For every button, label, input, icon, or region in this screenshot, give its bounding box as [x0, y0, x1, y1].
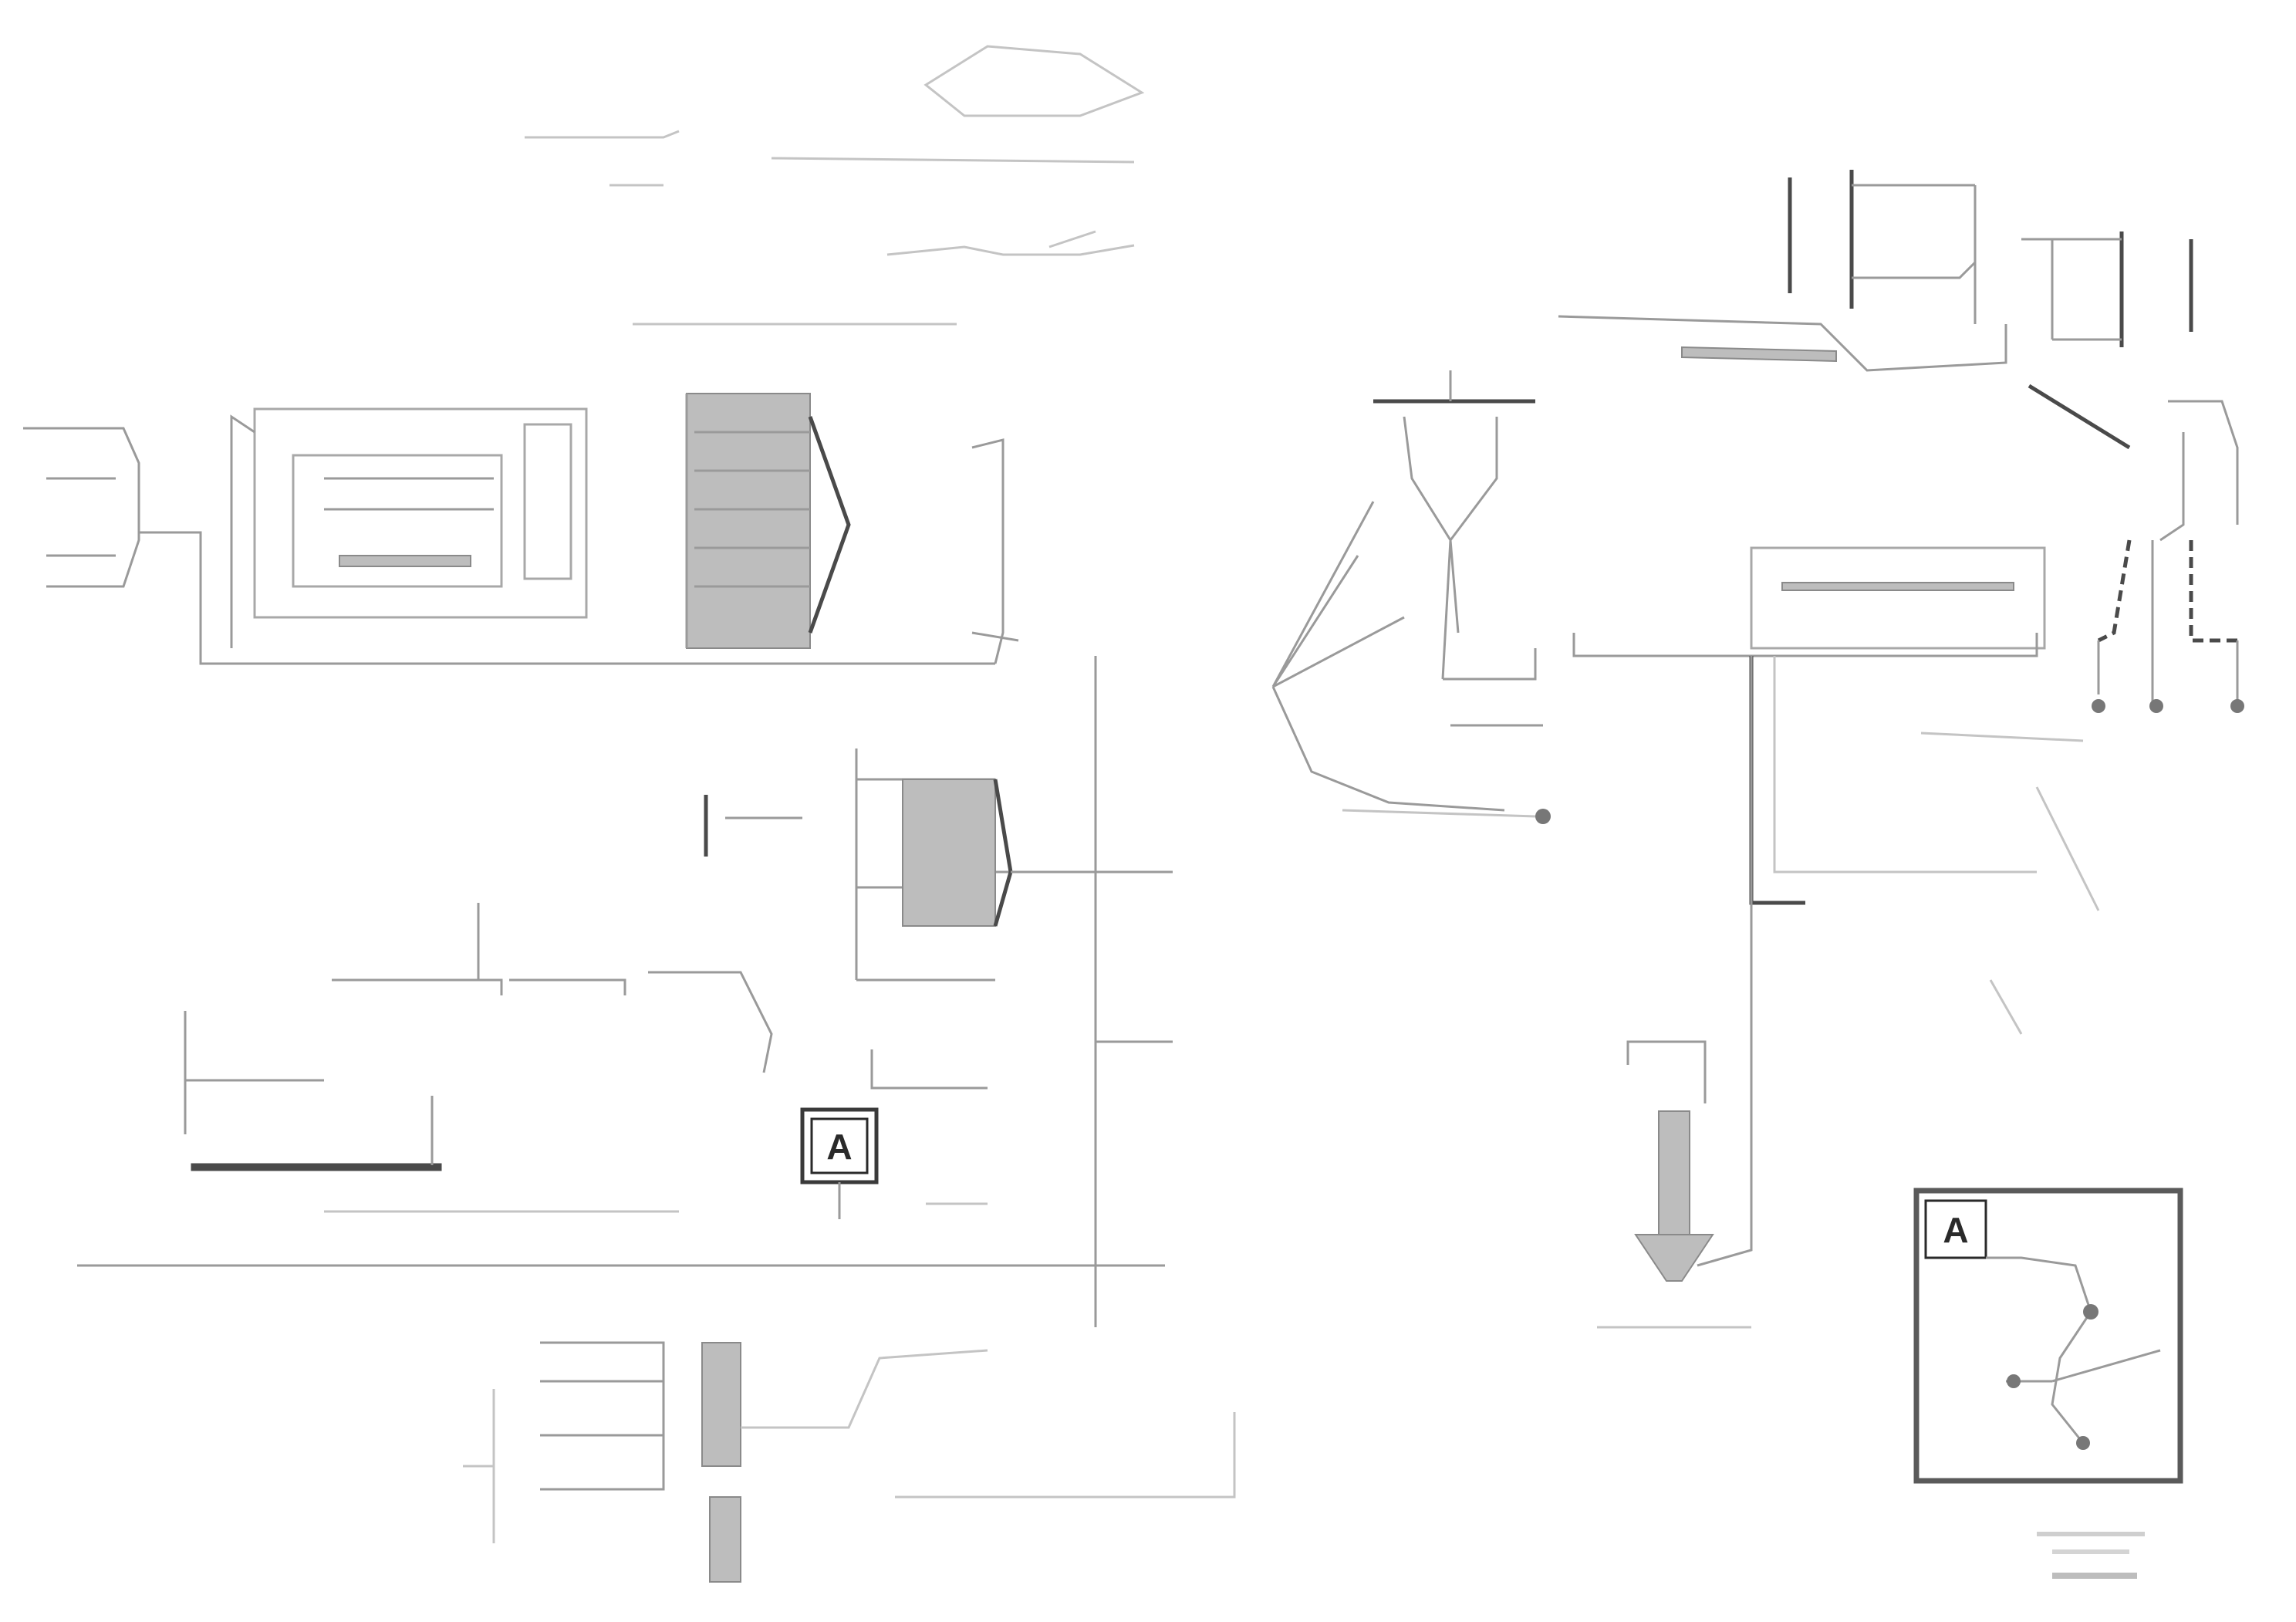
drawing-reference: [2037, 1532, 2145, 1579]
right-top-connectors: [1558, 170, 2193, 450]
detail-a: A: [1913, 1188, 2183, 1484]
callout-a-label: A: [826, 1127, 852, 1167]
multipin-connector: [685, 393, 1019, 664]
control-unit: [1572, 546, 2100, 1035]
detail-a-label: A: [1943, 1210, 1968, 1250]
lower-left-harness: [184, 903, 988, 1213]
callout-a: A: [800, 1107, 879, 1219]
fanout-connector: [1271, 370, 1551, 824]
right-sensor-harness: [2092, 400, 2244, 713]
left-connector-block: [23, 407, 995, 665]
middle-connector-cluster: [704, 748, 1173, 982]
bottom-connectors: [463, 1341, 1236, 1583]
sensor-probe: [1597, 656, 1753, 1329]
top-connector-group: [525, 45, 1145, 326]
